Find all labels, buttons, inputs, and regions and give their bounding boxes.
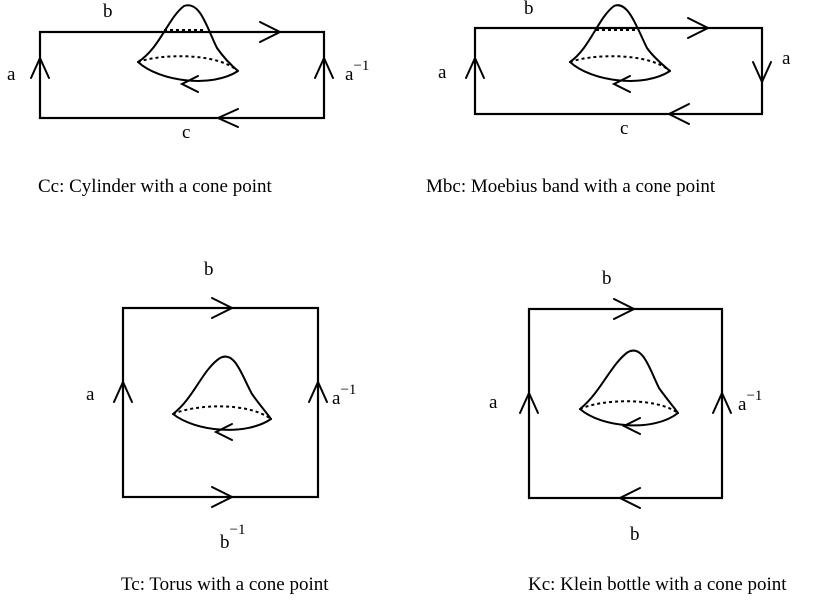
cc-caption: Cc: Cylinder with a cone point bbox=[38, 176, 272, 197]
kc-left-arrow-up bbox=[519, 390, 539, 414]
kc-right-arrow-up bbox=[712, 390, 732, 414]
mbc-left-arrow-up bbox=[465, 55, 485, 79]
cc-left-arrow-up bbox=[30, 55, 50, 79]
cc-right-label: a−1 bbox=[345, 58, 369, 85]
mbc-top-label: b bbox=[524, 0, 534, 19]
tc-top-label: b bbox=[204, 259, 214, 280]
tc-right-label: a−1 bbox=[332, 382, 356, 409]
kc-bottom-arrow-left bbox=[617, 487, 641, 509]
cc-bottom-label: c bbox=[182, 122, 190, 143]
tc-top-arrow-right bbox=[211, 297, 235, 319]
tc-left-label: a bbox=[86, 384, 95, 405]
mbc-right-arrow-down bbox=[752, 61, 772, 85]
mbc-rectangle bbox=[473, 26, 764, 116]
mbc-cone-point bbox=[569, 4, 671, 93]
panel-cc: b a a−1 c Cc: Cylinder with a cone point bbox=[7, 1, 369, 197]
cc-cone-point bbox=[137, 4, 239, 93]
kc-left-label: a bbox=[489, 392, 498, 413]
panel-kc: b a a−1 b Kc: Klein bottle with a cone p… bbox=[489, 268, 787, 595]
panel-mbc: b a a c Mbc: Moebius band with a cone po… bbox=[426, 0, 791, 197]
kc-top-label: b bbox=[602, 268, 612, 289]
cc-rectangle bbox=[38, 30, 326, 120]
mbc-bottom-label: c bbox=[620, 118, 628, 139]
tc-cone-point bbox=[172, 355, 272, 441]
kc-caption: Kc: Klein bottle with a cone point bbox=[528, 574, 787, 595]
cc-bottom-arrow-left bbox=[215, 108, 239, 128]
cc-right-arrow-up bbox=[314, 55, 334, 79]
tc-caption: Tc: Torus with a cone point bbox=[121, 574, 329, 595]
kc-top-arrow-right bbox=[613, 298, 637, 320]
kc-cone-point bbox=[579, 349, 679, 435]
mbc-bottom-arrow-left bbox=[666, 103, 690, 125]
tc-bottom-arrow-right bbox=[211, 486, 235, 508]
mbc-caption: Mbc: Moebius band with a cone point bbox=[426, 176, 716, 197]
cc-left-label: a bbox=[7, 64, 16, 85]
mbc-right-label: a bbox=[782, 48, 791, 69]
tc-rectangle bbox=[121, 306, 320, 499]
panel-tc: b a a−1 b−1 Tc: Torus with a cone point bbox=[86, 259, 356, 595]
kc-bottom-label: b bbox=[630, 524, 640, 545]
kc-right-label: a−1 bbox=[738, 388, 762, 415]
mbc-top-arrow-right bbox=[687, 17, 711, 39]
tc-bottom-label: b−1 bbox=[220, 522, 245, 553]
cc-top-arrow-right bbox=[259, 21, 283, 43]
tc-left-arrow-up bbox=[113, 379, 133, 403]
mbc-left-label: a bbox=[438, 62, 447, 83]
cc-top-label: b bbox=[103, 1, 113, 22]
kc-rectangle bbox=[527, 307, 724, 500]
tc-right-arrow-up bbox=[308, 379, 328, 403]
